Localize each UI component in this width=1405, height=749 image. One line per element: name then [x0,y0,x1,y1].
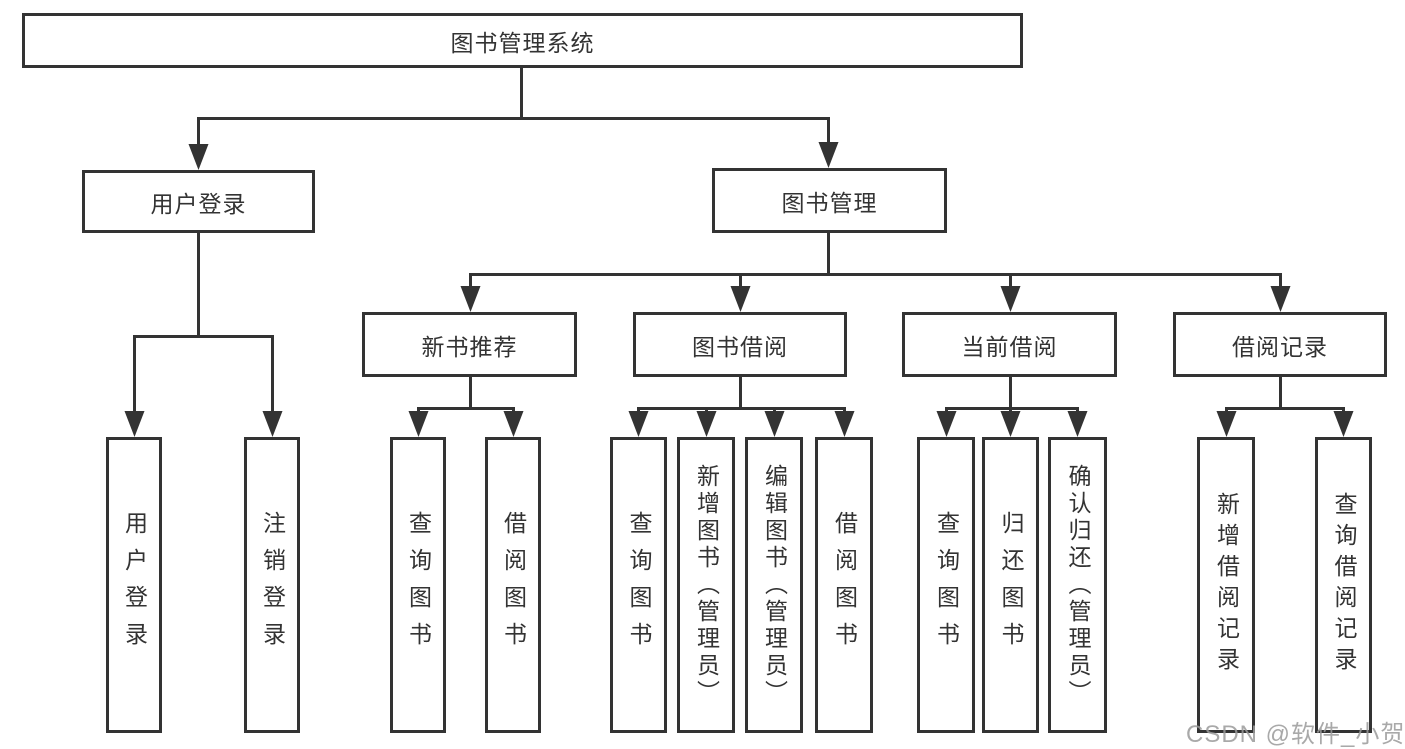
node-root-label: 图书管理系统 [450,29,595,56]
arrow-icon-nb-query [408,411,429,437]
leaf-current-return-books-label: 归还图书 [998,511,1024,659]
arrow-icon-nb-borrow [503,411,524,437]
node-borrowing-records: 借阅记录 [1173,312,1387,377]
leaf-newbook-query-books-label: 查询图书 [405,511,432,659]
arrow-icon-cb-return [1000,411,1021,437]
leaf-borrow-query-books-label: 查询图书 [626,511,652,659]
connector-arrowheads [124,142,1354,437]
node-root-system: 图书管理系统 [22,13,1023,68]
arrow-icon-borrow [730,286,751,312]
csdn-watermark: CSDN @软件_小贺同学 [1186,721,1405,748]
arrow-icon-bb-query [628,411,649,437]
leaf-records-query-record: 查询借阅记录 [1315,437,1372,733]
node-current-borrowing: 当前借阅 [902,312,1117,377]
leaf-borrow-add-books-admin-label: 新增图书（管理员） [693,463,720,707]
node-book-borrowing: 图书借阅 [633,312,847,377]
leaf-logout: 注销登录 [244,437,300,733]
arrow-icon-rec-query [1333,411,1354,437]
arrow-icon-records [1270,286,1291,312]
leaf-records-add-record: 新增借阅记录 [1197,437,1255,733]
leaf-newbook-borrow-books: 借阅图书 [485,437,541,733]
arrow-icon-leaf-login [124,411,145,437]
node-book-management: 图书管理 [712,168,947,233]
arrow-icon-cb-query [936,411,957,437]
leaf-records-add-record-label: 新增借阅记录 [1213,492,1240,678]
leaf-current-query-books: 查询图书 [917,437,975,733]
leaf-current-confirm-return-admin: 确认归还（管理员） [1048,437,1107,733]
node-book-borrowing-label: 图书借阅 [692,333,788,360]
leaf-newbook-borrow-books-label: 借阅图书 [500,511,527,659]
node-user-login: 用户登录 [82,170,315,233]
leaf-borrow-edit-books-admin: 编辑图书（管理员） [745,437,803,733]
leaf-borrow-borrow-books-label: 借阅图书 [831,511,858,659]
node-current-borrowing-label: 当前借阅 [961,333,1058,360]
leaf-user-login-label: 用户登录 [121,511,148,659]
node-borrowing-records-label: 借阅记录 [1232,333,1328,360]
arrow-icon-user-login [188,144,209,170]
arrow-icon-cb-confirm [1067,411,1088,437]
leaf-borrow-borrow-books: 借阅图书 [815,437,873,733]
leaf-current-return-books: 归还图书 [982,437,1039,733]
arrow-icon-newbook [460,286,481,312]
node-user-login-label: 用户登录 [150,190,247,217]
arrow-icon-bb-borrow [834,411,855,437]
arrow-icon-leaf-logout [262,411,283,437]
leaf-newbook-query-books: 查询图书 [390,437,446,733]
leaf-user-login: 用户登录 [106,437,162,733]
leaf-borrow-add-books-admin: 新增图书（管理员） [677,437,735,733]
arrow-icon-bb-add [696,411,717,437]
node-new-book-recommend: 新书推荐 [362,312,577,377]
arrow-icon-rec-add [1216,411,1237,437]
leaf-records-query-record-label: 查询借阅记录 [1331,492,1357,678]
arrow-icon-book-mgmt [818,142,839,168]
leaf-borrow-query-books: 查询图书 [610,437,667,733]
arrow-icon-current [1000,286,1021,312]
leaf-borrow-edit-books-admin-label: 编辑图书（管理员） [761,463,788,707]
node-book-management-label: 图书管理 [781,189,878,216]
leaf-logout-label: 注销登录 [259,511,286,659]
leaf-current-confirm-return-admin-label: 确认归还（管理员） [1065,463,1091,707]
arrow-icon-bb-edit [764,411,785,437]
leaf-current-query-books-label: 查询图书 [933,511,960,659]
node-new-book-recommend-label: 新书推荐 [421,333,518,360]
